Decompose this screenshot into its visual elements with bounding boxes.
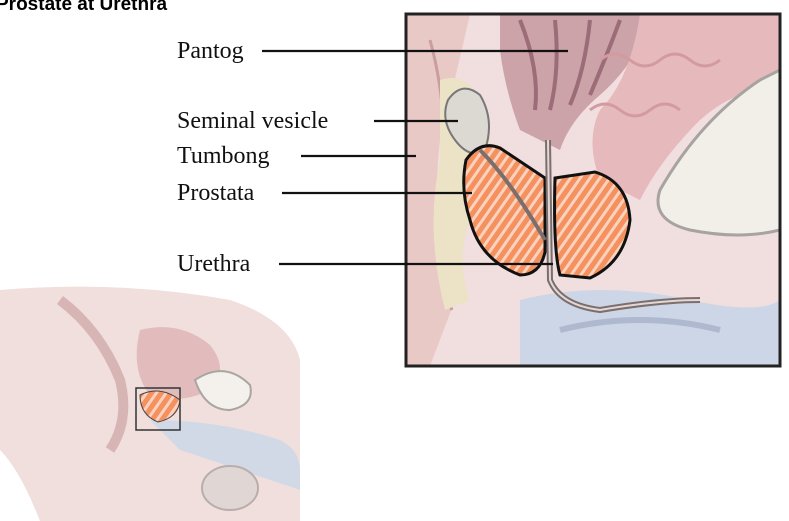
label-urethra: Urethra (177, 252, 250, 276)
overview-figure (0, 287, 300, 521)
label-seminal-vesicle: Seminal vesicle (177, 109, 328, 133)
label-pantog: Pantog (177, 39, 244, 63)
label-tumbong: Tumbong (177, 144, 269, 168)
inset-view (406, 14, 780, 366)
label-prostata: Prostata (177, 181, 254, 205)
